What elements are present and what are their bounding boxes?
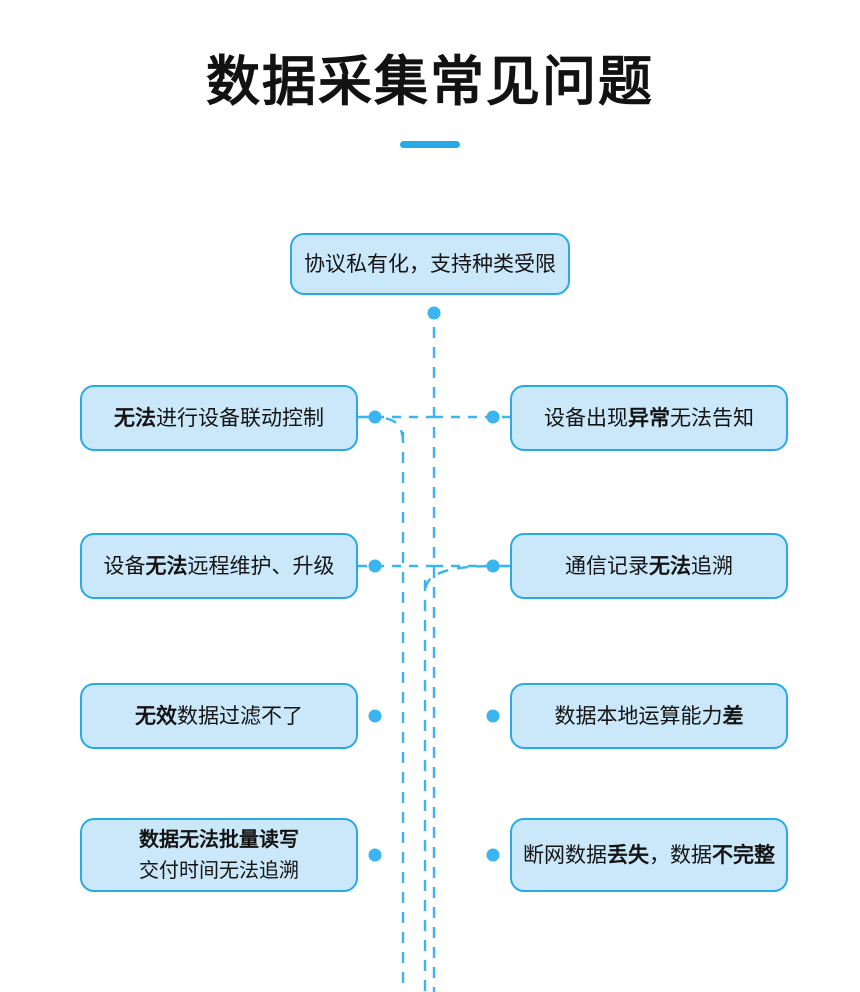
node-row1-right-bold: 异常 bbox=[628, 405, 670, 430]
node-row2-left-post: 远程维护、升级 bbox=[187, 553, 335, 578]
trunk-right-branch-curve bbox=[423, 564, 509, 593]
dot-row2-left bbox=[368, 559, 382, 573]
node-row1-left-rest: 进行设备联动控制 bbox=[156, 405, 324, 430]
dot-row3-left bbox=[368, 709, 382, 723]
dot-row4-left bbox=[368, 848, 382, 862]
node-row2-right-post: 追溯 bbox=[691, 553, 733, 578]
node-row1-left-bold: 无法 bbox=[114, 405, 156, 430]
dot-row2-right bbox=[486, 559, 500, 573]
node-row1-right[interactable]: 设备出现异常无法告知 bbox=[510, 385, 788, 451]
dot-row3-right bbox=[486, 709, 500, 723]
node-row4-right[interactable]: 断网数据丢失，数据不完整 bbox=[510, 818, 788, 892]
node-row3-left-label: 无效数据过滤不了 bbox=[92, 701, 346, 731]
node-root-label: 协议私有化，支持种类受限 bbox=[304, 251, 556, 276]
node-row4-right-seg2: 丢失 bbox=[607, 842, 649, 867]
node-row4-right-seg1: 断网数据 bbox=[523, 842, 607, 867]
dot-row1-left bbox=[368, 410, 382, 424]
node-row3-left[interactable]: 无效数据过滤不了 bbox=[80, 683, 358, 749]
node-row1-right-post: 无法告知 bbox=[670, 405, 754, 430]
node-row4-left-line2: 交付时间无法追溯 bbox=[139, 858, 299, 882]
node-row4-right-seg4: 不完整 bbox=[712, 842, 775, 867]
node-row2-left-bold: 无法 bbox=[145, 553, 188, 578]
node-row1-right-label: 设备出现异常无法告知 bbox=[522, 403, 776, 433]
node-row3-right-pre: 数据本地运算能力 bbox=[554, 703, 723, 728]
node-row2-left[interactable]: 设备无法远程维护、升级 bbox=[80, 533, 358, 599]
node-row3-left-bold: 无效 bbox=[135, 703, 177, 728]
node-row4-right-seg3: ，数据 bbox=[649, 842, 712, 867]
node-row2-right-label: 通信记录无法追溯 bbox=[522, 551, 776, 581]
node-row2-right-pre: 通信记录 bbox=[565, 553, 649, 578]
node-root[interactable]: 协议私有化，支持种类受限 bbox=[290, 233, 570, 295]
dot-row4-right bbox=[486, 848, 500, 862]
node-row1-right-pre: 设备出现 bbox=[544, 405, 628, 430]
node-row2-left-pre: 设备 bbox=[103, 553, 146, 578]
node-row4-left-line1: 数据无法批量读写 bbox=[139, 827, 299, 851]
title-underline-rule bbox=[400, 141, 460, 149]
dot-root-stem bbox=[427, 306, 441, 320]
node-row3-left-rest: 数据过滤不了 bbox=[177, 703, 303, 728]
node-row2-right-bold: 无法 bbox=[649, 553, 691, 578]
header: 数据采集常见问题 bbox=[0, 50, 860, 149]
node-row3-right-label: 数据本地运算能力差 bbox=[522, 701, 776, 731]
dot-row1-right bbox=[486, 410, 500, 424]
node-row1-left-label: 无法进行设备联动控制 bbox=[92, 403, 346, 433]
node-row3-right[interactable]: 数据本地运算能力差 bbox=[510, 683, 788, 749]
node-row4-left[interactable]: 数据无法批量读写交付时间无法追溯 bbox=[80, 818, 358, 892]
trunk-left-branch-curve bbox=[365, 415, 405, 445]
node-row1-left[interactable]: 无法进行设备联动控制 bbox=[80, 385, 358, 451]
node-row2-left-label: 设备无法远程维护、升级 bbox=[92, 551, 346, 581]
node-row4-right-label: 断网数据丢失，数据不完整 bbox=[522, 840, 776, 870]
node-row3-right-bold: 差 bbox=[722, 703, 744, 728]
page-title: 数据采集常见问题 bbox=[206, 50, 654, 113]
node-row2-right[interactable]: 通信记录无法追溯 bbox=[510, 533, 788, 599]
node-row4-left-label: 数据无法批量读写交付时间无法追溯 bbox=[92, 824, 346, 886]
